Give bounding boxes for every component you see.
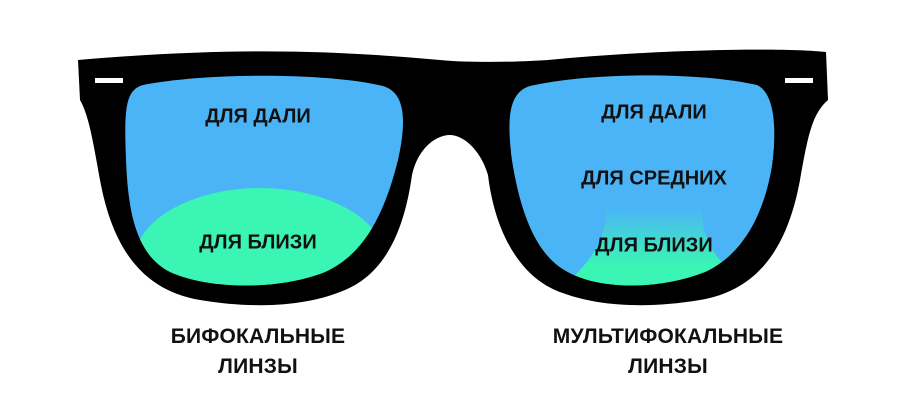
multifocal-caption: МУЛЬТИФОКАЛЬНЫЕ ЛИНЗЫ xyxy=(518,322,818,382)
left-hinge-mark xyxy=(95,78,123,83)
multifocal-caption-line2: ЛИНЗЫ xyxy=(628,355,708,378)
bifocal-near-label: ДЛЯ БЛИЗИ xyxy=(199,231,316,253)
multifocal-caption-line1: МУЛЬТИФОКАЛЬНЫЕ xyxy=(552,325,784,348)
right-hinge-mark xyxy=(785,78,813,83)
multifocal-near-label: ДЛЯ БЛИЗИ xyxy=(595,234,712,256)
bifocal-far-label: ДЛЯ ДАЛИ xyxy=(205,105,311,127)
multifocal-far-label: ДЛЯ ДАЛИ xyxy=(601,101,707,123)
bifocal-caption-line1: БИФОКАЛЬНЫЕ xyxy=(170,325,346,348)
multifocal-mid-label: ДЛЯ СРЕДНИХ xyxy=(581,167,727,189)
bifocal-caption-line2: ЛИНЗЫ xyxy=(218,355,298,378)
bifocal-near-zone xyxy=(134,188,386,286)
bifocal-lens xyxy=(125,75,403,286)
bifocal-caption: БИФОКАЛЬНЫЕ ЛИНЗЫ xyxy=(108,322,408,382)
